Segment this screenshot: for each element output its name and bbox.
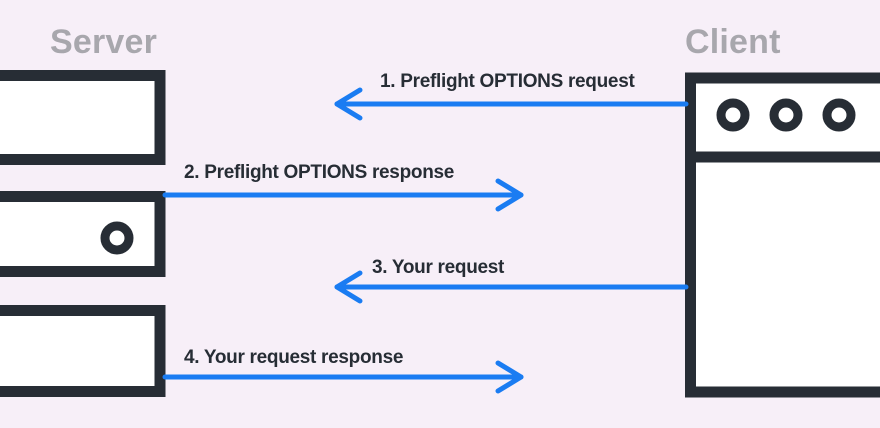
client-window xyxy=(685,72,880,398)
server-heading: Server xyxy=(50,23,158,61)
server-stack xyxy=(0,70,166,397)
window-dot-icon xyxy=(769,98,803,132)
arrowhead-right-icon xyxy=(495,178,524,212)
arrow-step-3 xyxy=(334,270,689,304)
arrowhead-right-icon xyxy=(495,360,524,394)
step-label-your-request: 3. Your request xyxy=(372,257,505,278)
arrowhead-left-icon xyxy=(334,270,363,304)
server-unit-middle xyxy=(0,191,166,277)
client-heading: Client xyxy=(685,23,781,61)
server-unit-top xyxy=(0,70,166,165)
arrow-step-4 xyxy=(162,360,524,394)
window-dot-icon xyxy=(822,98,856,132)
window-dot-icon xyxy=(716,98,750,132)
server-indicator-icon xyxy=(100,221,134,255)
server-unit-bottom xyxy=(0,305,166,397)
arrowhead-left-icon xyxy=(334,87,363,121)
step-label-your-request-response: 4. Your request response xyxy=(184,347,404,368)
step-label-preflight-request: 1. Preflight OPTIONS request xyxy=(380,71,635,92)
arrow-step-2 xyxy=(162,178,524,212)
step-label-preflight-response: 2. Preflight OPTIONS response xyxy=(184,162,455,183)
arrow-step-1 xyxy=(334,87,689,121)
